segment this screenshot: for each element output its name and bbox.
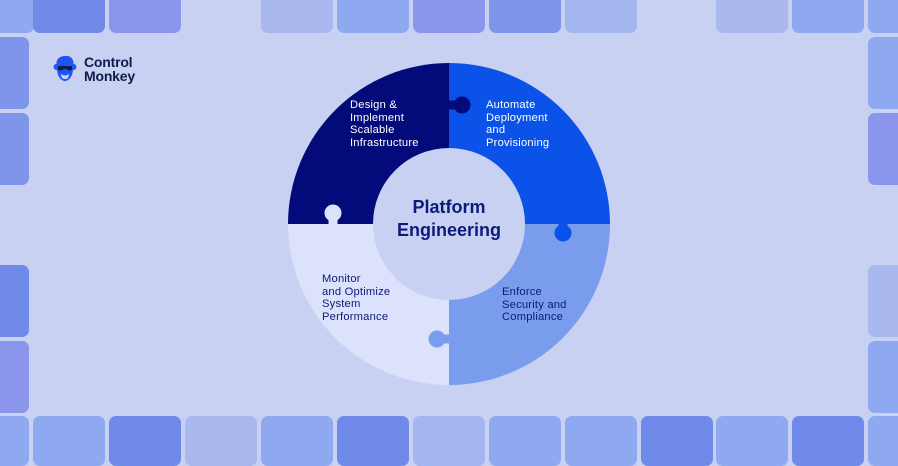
segment-label-line: Design & bbox=[350, 99, 397, 111]
background-tile bbox=[868, 37, 898, 109]
segment-label-line: Security and bbox=[502, 298, 567, 311]
background-tile bbox=[0, 37, 29, 109]
background-tile bbox=[0, 265, 29, 337]
center-title: Platform Engineering bbox=[373, 196, 525, 242]
brand-logo: Control Monkey bbox=[52, 54, 135, 84]
segment-label-line: Monitor bbox=[322, 273, 361, 285]
center-hub bbox=[373, 148, 525, 300]
segment-label-line: Enforce bbox=[502, 286, 542, 298]
segment-label-line: Provisioning bbox=[486, 136, 550, 149]
background-tile bbox=[33, 0, 105, 33]
center-title-line2: Engineering bbox=[396, 220, 501, 240]
background-tile bbox=[868, 113, 898, 185]
background-tile bbox=[0, 113, 29, 185]
background-tile bbox=[413, 0, 485, 33]
background-tile bbox=[868, 341, 898, 413]
segment-label-line: Performance bbox=[322, 310, 389, 323]
background-tile bbox=[792, 0, 864, 33]
segment-label-line: Implement bbox=[350, 111, 405, 124]
background-tile bbox=[0, 0, 34, 33]
background-tile bbox=[489, 0, 561, 33]
segment-label-line: Infrastructure bbox=[350, 136, 419, 149]
background-tile bbox=[868, 265, 898, 337]
center-title-line1: Platform bbox=[412, 197, 486, 217]
segment-label-line: Compliance bbox=[502, 311, 564, 323]
brand-name-line1: Control bbox=[84, 54, 133, 70]
background-tile bbox=[716, 0, 788, 33]
background-tile bbox=[868, 0, 898, 33]
knob-design-into-automate bbox=[448, 96, 471, 114]
platform-engineering-wheel bbox=[288, 63, 610, 385]
segment-label-line: Scalable bbox=[350, 124, 395, 136]
monkey-logo-icon bbox=[53, 55, 77, 81]
knob-monitor-into-design bbox=[324, 204, 342, 227]
background-tile bbox=[565, 0, 637, 33]
segment-label-line: and bbox=[486, 124, 506, 136]
segment-label-line: and Optimize bbox=[322, 285, 391, 298]
background-tile bbox=[109, 0, 181, 33]
segment-label-line: System bbox=[322, 298, 361, 310]
background-tile bbox=[337, 0, 409, 33]
knob-enforce-into-monitor bbox=[428, 330, 451, 348]
segment-label-line: Automate bbox=[486, 99, 536, 111]
background-tile bbox=[261, 0, 333, 33]
knob-automate-into-enforce bbox=[554, 219, 572, 242]
brand-name: Control Monkey bbox=[84, 55, 135, 83]
background-tile bbox=[0, 341, 29, 413]
brand-name-line2: Monkey bbox=[84, 68, 135, 84]
segment-label-line: Deployment bbox=[486, 111, 548, 124]
